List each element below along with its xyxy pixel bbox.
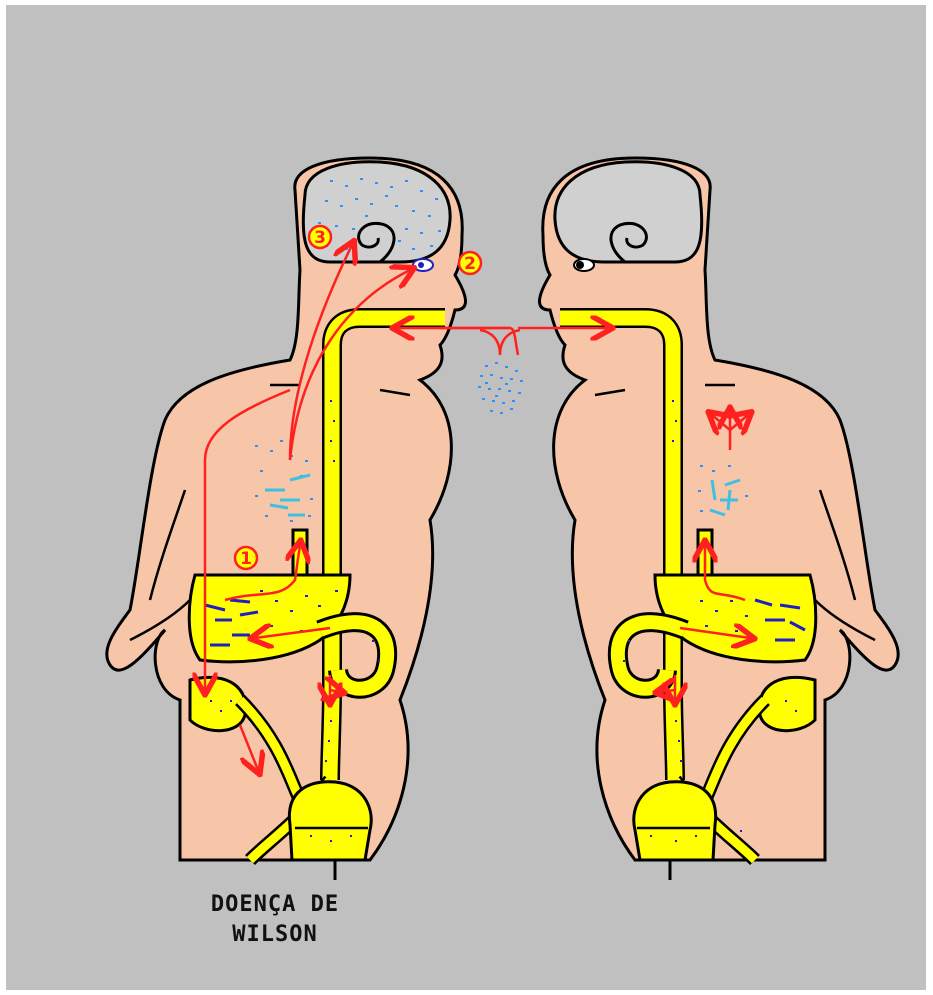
marker-3: 3 xyxy=(309,226,331,248)
marker-2-label: 2 xyxy=(464,254,476,274)
right-bladder xyxy=(634,782,716,860)
marker-2: 2 xyxy=(459,252,481,274)
marker-3-label: 3 xyxy=(314,228,326,248)
left-iris xyxy=(418,262,424,268)
right-iris xyxy=(576,261,584,269)
right-brain xyxy=(555,162,702,262)
copper-intake-cloud xyxy=(474,330,526,414)
caption-line-1: DOENÇA DE xyxy=(160,890,390,920)
diagram-caption: DOENÇA DE WILSON xyxy=(160,890,390,950)
caption-line-2: WILSON xyxy=(160,920,390,950)
right-figure xyxy=(518,158,898,880)
marker-1-label: 1 xyxy=(240,549,252,569)
left-bladder xyxy=(289,782,371,860)
marker-1: 1 xyxy=(235,547,257,569)
left-figure xyxy=(107,158,518,880)
